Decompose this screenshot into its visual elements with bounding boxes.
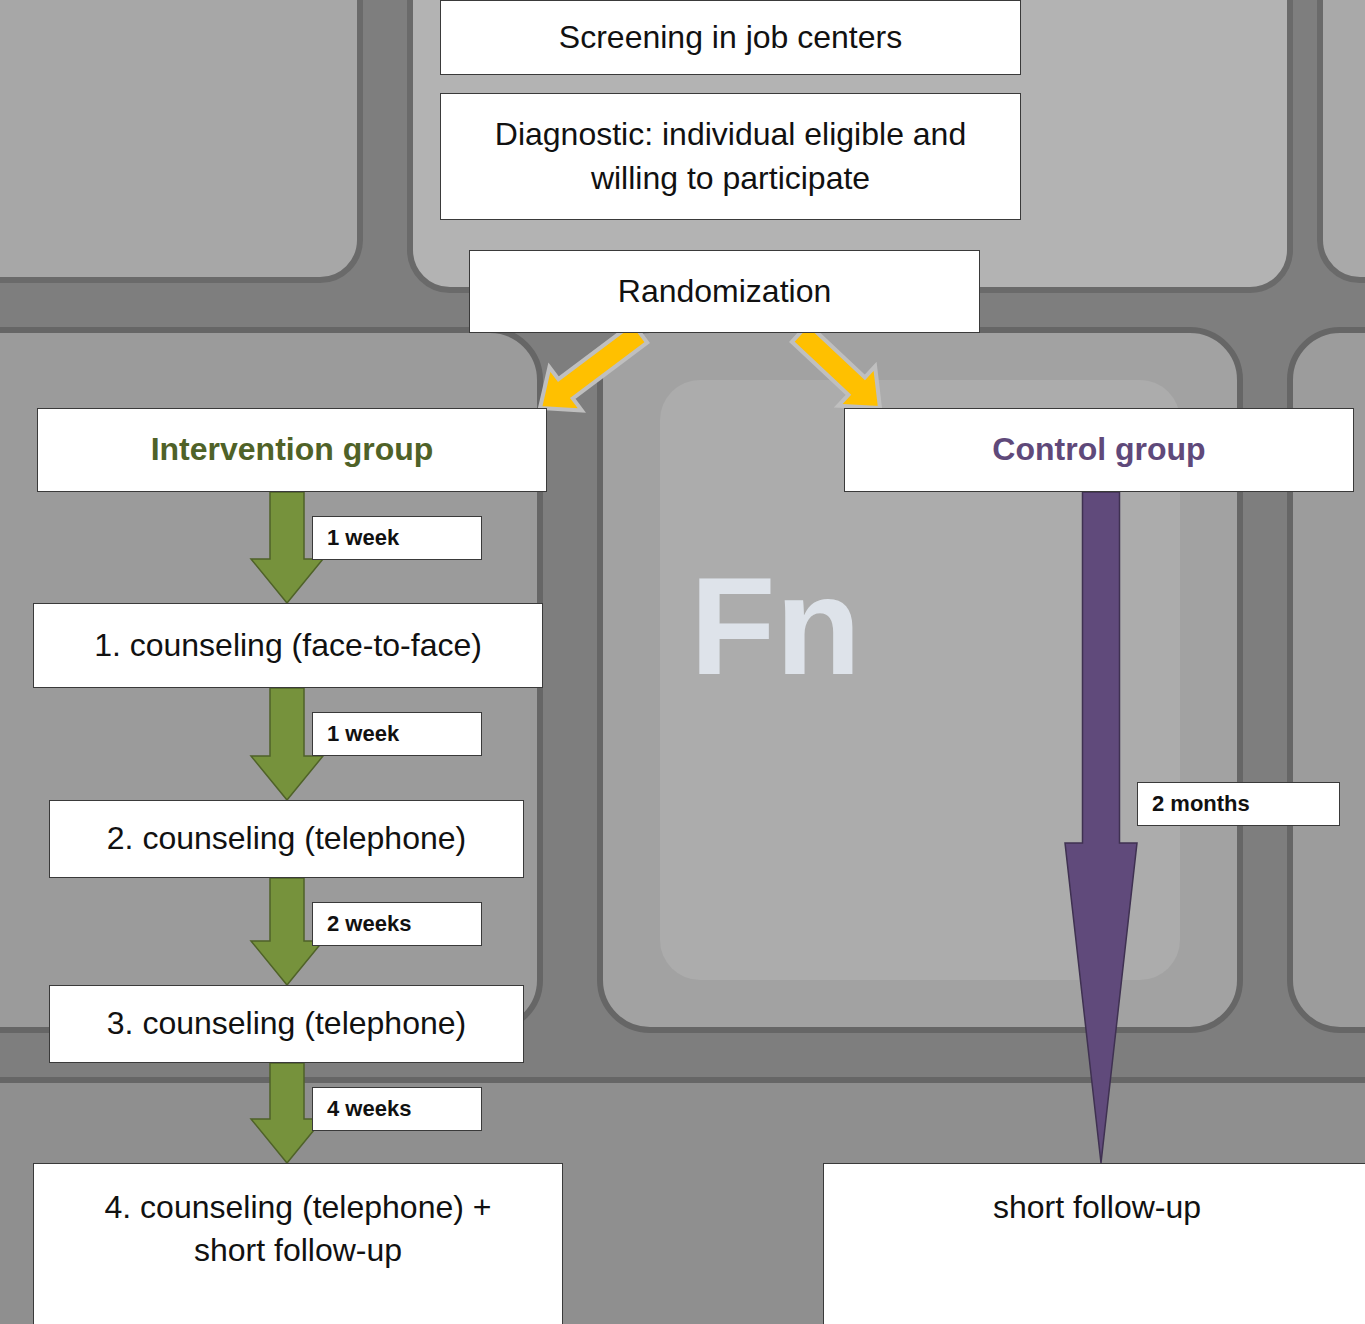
box-text: 1. counseling (face-to-face) [94, 624, 482, 667]
process-box: short follow-up [823, 1163, 1365, 1324]
flow-arrow [540, 323, 647, 410]
duration-label: 1 week [312, 712, 482, 756]
process-box: 4. counseling (telephone) + short follow… [33, 1163, 563, 1324]
box-text: 4. counseling (telephone) + short follow… [70, 1186, 526, 1272]
duration-label: 2 weeks [312, 902, 482, 946]
duration-label: 1 week [312, 516, 482, 560]
process-box: Intervention group [37, 408, 547, 492]
box-text: Control group [992, 428, 1205, 471]
process-box: 2. counseling (telephone) [49, 800, 524, 878]
box-text: Intervention group [151, 428, 434, 471]
process-box: Control group [844, 408, 1354, 492]
duration-label: 2 months [1137, 782, 1340, 826]
process-box: Randomization [469, 250, 980, 333]
process-box: Screening in job centers [440, 0, 1021, 75]
box-text: 3. counseling (telephone) [107, 1002, 466, 1045]
key-legend: Fn [690, 545, 861, 707]
flow-arrow [792, 324, 880, 408]
duration-label: 4 weeks [312, 1087, 482, 1131]
process-box: 3. counseling (telephone) [49, 985, 524, 1063]
process-box: Diagnostic: individual eligible and will… [440, 93, 1021, 220]
flow-arrow [1065, 492, 1137, 1163]
box-text: 2. counseling (telephone) [107, 817, 466, 860]
box-text: Screening in job centers [559, 16, 902, 59]
process-box: 1. counseling (face-to-face) [33, 603, 543, 688]
box-text: short follow-up [993, 1186, 1201, 1229]
box-text: Diagnostic: individual eligible and will… [477, 113, 984, 199]
box-text: Randomization [618, 270, 831, 313]
